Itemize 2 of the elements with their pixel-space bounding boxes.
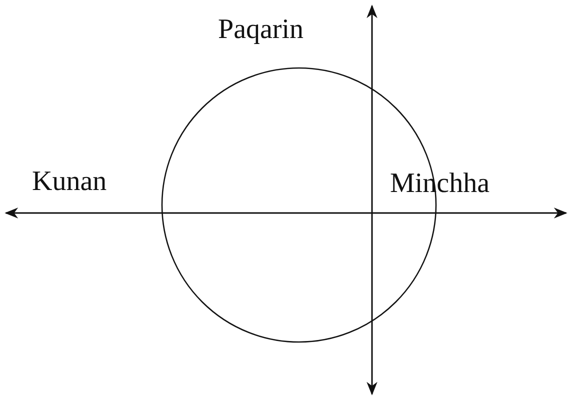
axis-label: Paqarin (218, 16, 304, 44)
axis-label: Kunan (32, 168, 107, 196)
